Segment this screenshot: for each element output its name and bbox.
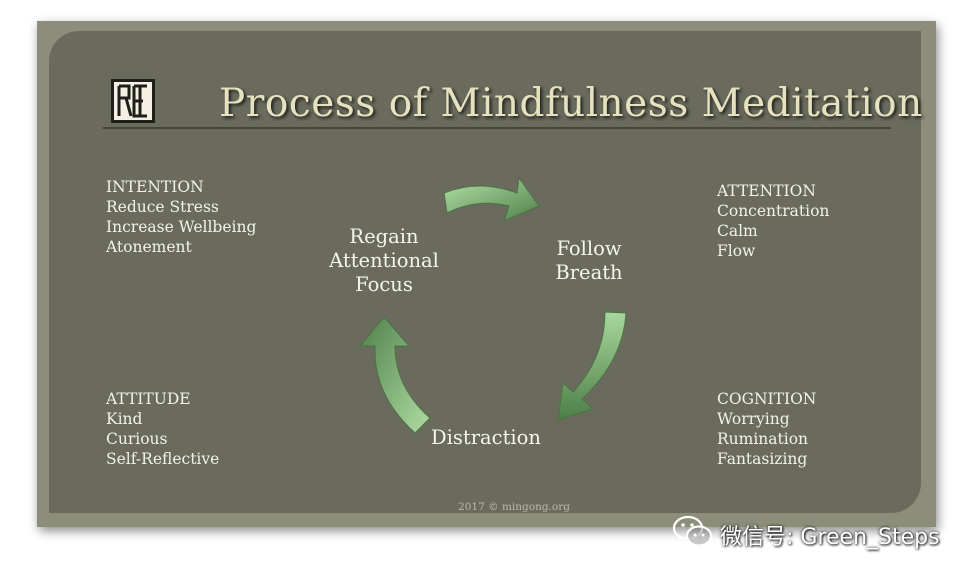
page-title: Process of Mindfulness Meditation <box>219 81 923 126</box>
attention-heading: ATTENTION <box>717 182 816 200</box>
slide-frame: Process of Mindfulness Meditation INTENT… <box>37 21 936 527</box>
cognition-item: Rumination <box>717 430 809 448</box>
attention-item: Calm <box>717 222 758 240</box>
intention-item: Atonement <box>106 238 192 256</box>
attitude-block: ATTITUDE Kind Curious Self-Reflective <box>106 389 219 469</box>
intention-heading: INTENTION <box>106 178 204 196</box>
distraction-label: Distraction <box>431 426 541 449</box>
cognition-item: Fantasizing <box>717 450 808 468</box>
intention-item: Reduce Stress <box>106 198 219 216</box>
logo-icon <box>111 79 155 123</box>
copyright-footer: 2017 © mingong.org <box>458 501 570 513</box>
cognition-block: COGNITION Worrying Rumination Fantasizin… <box>717 389 816 469</box>
cognition-item: Worrying <box>717 410 790 428</box>
slide: Process of Mindfulness Meditation INTENT… <box>49 31 923 513</box>
intention-item: Increase Wellbeing <box>106 218 257 236</box>
arrow-regain-to-follow <box>443 176 540 222</box>
regain-label: Regain Attentional Focus <box>329 225 439 296</box>
arrow-follow-to-distraction <box>557 311 627 421</box>
attitude-heading: ATTITUDE <box>106 390 191 408</box>
attitude-item: Self-Reflective <box>106 450 220 468</box>
wechat-icon <box>672 515 713 547</box>
attitude-item: Curious <box>106 430 168 448</box>
attitude-item: Kind <box>106 410 143 428</box>
cycle-arrows <box>358 176 627 434</box>
follow-breath-label: Follow Breath <box>555 237 623 284</box>
attention-item: Concentration <box>717 202 830 220</box>
wechat-watermark: 微信号: Green_Steps <box>720 525 940 550</box>
arrow-distraction-to-regain <box>358 316 431 434</box>
attention-item: Flow <box>717 242 756 260</box>
intention-block: INTENTION Reduce Stress Increase Wellbei… <box>106 177 256 257</box>
attention-block: ATTENTION Concentration Calm Flow <box>717 181 829 261</box>
title-divider <box>103 127 891 129</box>
cognition-heading: COGNITION <box>717 390 817 408</box>
